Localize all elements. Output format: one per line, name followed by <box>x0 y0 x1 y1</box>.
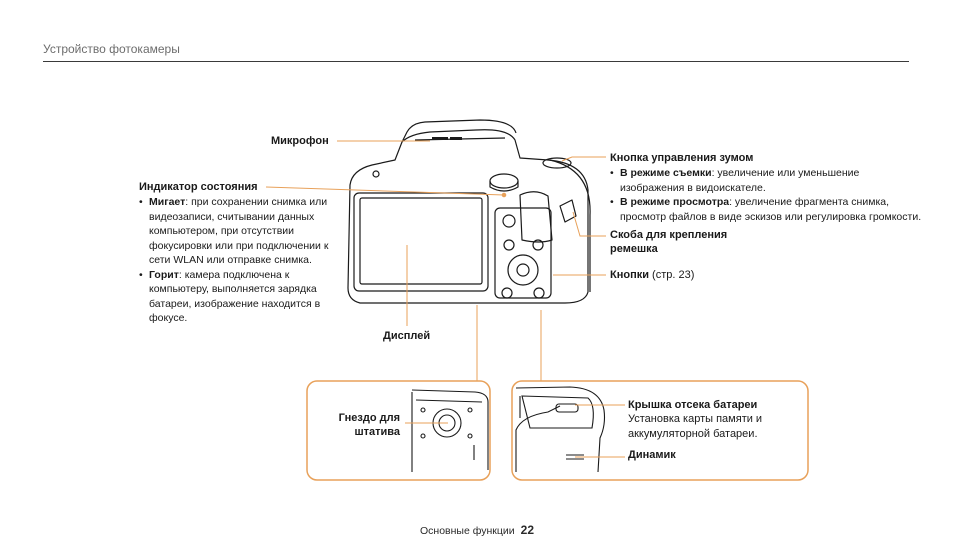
status-lit-item: Горит: камера подключена к компьютеру, в… <box>139 268 339 326</box>
zoom-shoot-item: В режиме съемки: увеличение или уменьшен… <box>610 166 922 195</box>
display-label: Дисплей <box>383 330 431 342</box>
buttons-label: Кнопки <box>610 269 649 281</box>
battery-cover-label: Крышка отсека батареи <box>628 399 758 411</box>
header-divider <box>43 61 909 62</box>
status-blink-item: Мигает: при сохранении снимка или видеоз… <box>139 195 339 268</box>
speaker-label: Динамик <box>628 449 676 461</box>
tripod-socket-label: Гнездо для штатива <box>338 412 400 438</box>
buttons-callout: Кнопки (стр. 23) <box>610 268 694 282</box>
microphone-label: Микрофон <box>271 135 329 147</box>
zoom-shoot-text: : увеличение или уменьшение изображения … <box>620 167 860 194</box>
page-number: 22 <box>520 523 534 537</box>
zoom-view-text: : увеличение фрагмента снимка, просмотр … <box>620 196 922 223</box>
status-lit-term: Горит <box>149 268 179 281</box>
status-indicator-label: Индикатор состояния <box>139 181 258 193</box>
status-blink-text: : при сохранении снимка или видеозаписи,… <box>149 196 329 266</box>
zoom-button-label: Кнопка управления зумом <box>610 152 754 164</box>
page-footer: Основные функции 22 <box>0 523 954 537</box>
zoom-button-callout: Кнопка управления зумом В режиме съемки:… <box>610 151 922 224</box>
strap-eyelet-label: Скоба для крепления ремешка <box>610 229 728 255</box>
footer-section: Основные функции <box>419 525 515 537</box>
buttons-page-ref: (стр. 23) <box>649 269 695 281</box>
zoom-shoot-term: В режиме съемки <box>620 167 712 179</box>
page-section-title: Устройство фотокамеры <box>43 42 180 56</box>
zoom-view-item: В режиме просмотра: увеличение фрагмента… <box>610 195 922 224</box>
status-blink-term: Мигает <box>149 196 186 208</box>
battery-cover-text: Установка карты памяти и аккумуляторной … <box>628 413 763 440</box>
battery-cover-callout: Крышка отсека батареи Установка карты па… <box>628 398 798 441</box>
status-indicator-callout: Индикатор состояния Мигает: при сохранен… <box>139 180 339 326</box>
zoom-view-term: В режиме просмотра <box>620 196 730 208</box>
status-lit-text: : камера подключена к компьютеру, выполн… <box>149 268 321 325</box>
